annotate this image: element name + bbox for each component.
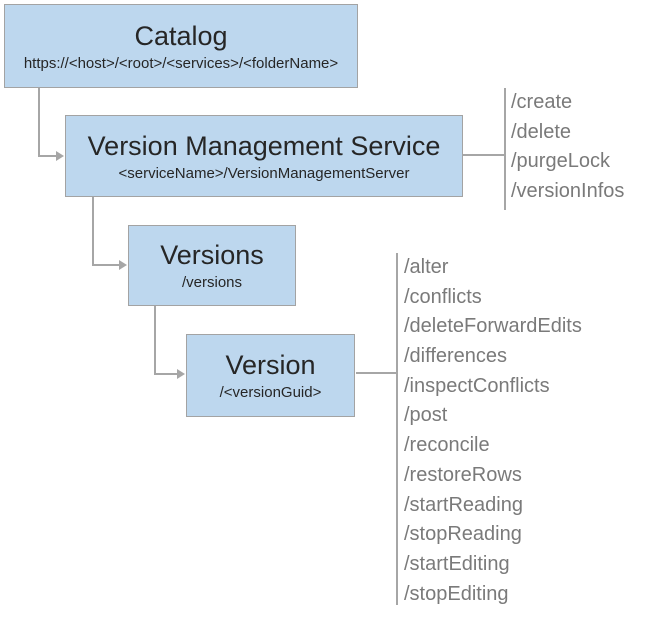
op-item: /post [404, 404, 448, 427]
op-item: /purgeLock [511, 150, 610, 173]
op-item: /reconcile [404, 434, 490, 457]
op-item: /alter [404, 256, 449, 278]
op-item: /restoreRows [404, 463, 522, 486]
arrowhead-version [177, 369, 185, 379]
node-vms-subtitle: <serviceName>/VersionManagementServer [118, 164, 410, 182]
op-item: /delete [511, 120, 572, 143]
op-item: /startReading [404, 493, 523, 516]
op-item: /inspectConflicts [404, 374, 550, 397]
op-item: /create [511, 91, 573, 113]
arrowhead-versions [119, 260, 127, 270]
op-item: /startEditing [404, 552, 510, 575]
op-item: /deleteForwardEdits [404, 315, 582, 338]
version-operations-list: /alter /conflicts /deleteForwardEdits /d… [404, 253, 582, 609]
node-catalog-title: Catalog [134, 20, 228, 51]
op-item: /stopEditing [404, 582, 509, 605]
arrowhead-vms [56, 151, 64, 161]
vms-operations-list: /create /delete /purgeLock /versionInfos [511, 88, 624, 207]
node-catalog-subtitle: https://<host>/<root>/<services>/<folder… [23, 54, 339, 72]
node-version-management-service: Version Management Service <serviceName>… [65, 115, 463, 197]
connector-vms-to-versions [92, 197, 119, 266]
node-catalog: Catalog https://<host>/<root>/<services>… [4, 4, 358, 88]
op-item: /versionInfos [511, 180, 625, 203]
node-versions-subtitle: /versions [181, 274, 243, 291]
node-vms-title: Version Management Service [87, 130, 441, 161]
connector-catalog-to-vms [38, 88, 56, 157]
op-item: /conflicts [404, 285, 482, 308]
node-version-title: Version [225, 350, 316, 380]
op-item: /differences [404, 345, 508, 368]
connector-versions-to-version [154, 306, 177, 375]
node-versions-title: Versions [160, 240, 264, 270]
node-versions: Versions /versions [128, 225, 296, 306]
node-version-subtitle: /<versionGuid> [219, 384, 322, 401]
node-version: Version /<versionGuid> [186, 334, 355, 417]
op-item: /stopReading [404, 523, 522, 546]
